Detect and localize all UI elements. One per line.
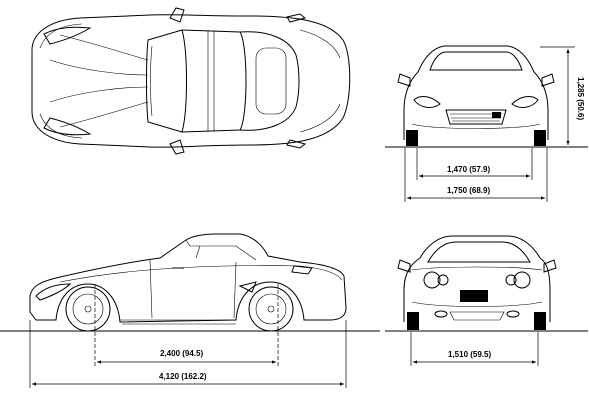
front-track-label: 1,470 (57.9) (447, 165, 490, 174)
front-track-dimension: 1,470 (57.9) (416, 148, 533, 180)
rear-view (385, 235, 588, 332)
top-view (31, 7, 351, 155)
height-dimension: 1,285 (50.6) (540, 46, 585, 145)
width-dimension: 1,750 (68.9) (404, 148, 548, 202)
side-view (0, 233, 380, 388)
width-label: 1,750 (68.9) (447, 186, 490, 195)
front-view (385, 45, 588, 148)
length-label: 4,120 (162.2) (159, 372, 207, 381)
rear-track-label: 1,510 (59.5) (448, 350, 491, 359)
wheelbase-dimension: 2,400 (94.5) (97, 349, 276, 364)
wheelbase-label: 2,400 (94.5) (160, 349, 203, 358)
height-label: 1,285 (50.6) (576, 77, 585, 120)
length-dimension: 4,120 (162.2) (32, 372, 344, 386)
rear-track-dimension: 1,510 (59.5) (410, 332, 539, 366)
